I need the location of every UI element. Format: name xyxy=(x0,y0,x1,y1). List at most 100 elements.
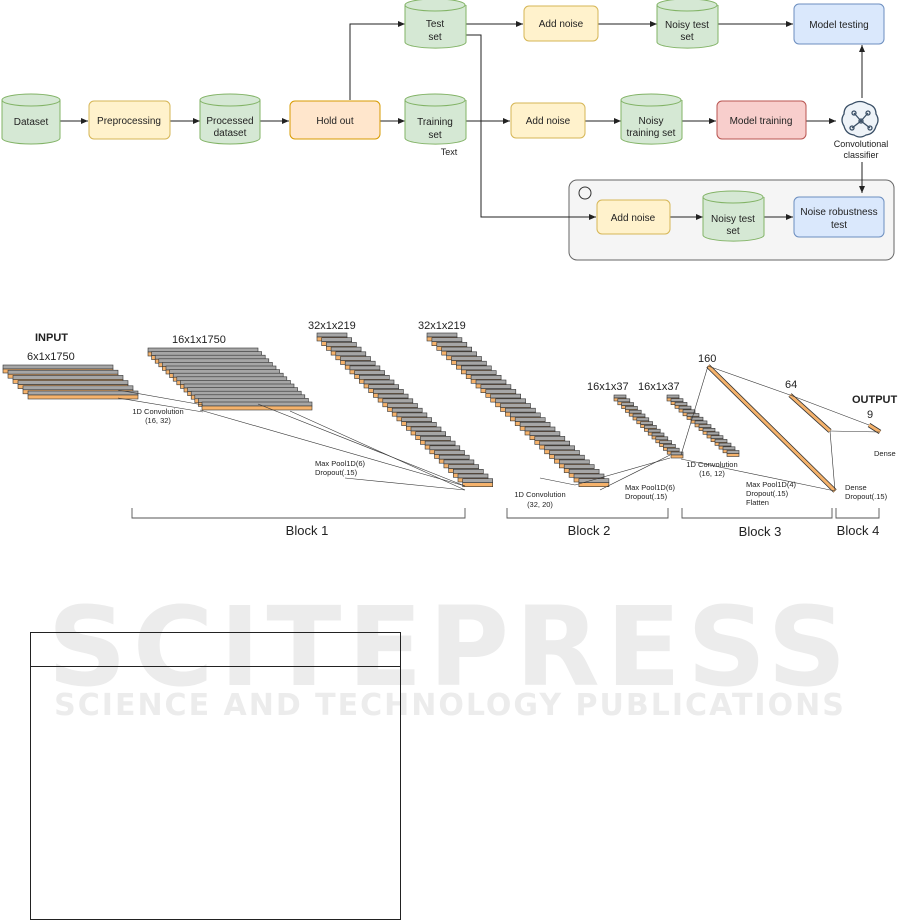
pool1-layer-slab-bottom xyxy=(462,482,494,488)
test-set-db xyxy=(404,0,467,49)
preprocessing-label: Preprocessing xyxy=(97,116,161,127)
pool1-layer-slab-top xyxy=(387,403,418,408)
op-dense-a: Dense xyxy=(845,483,867,492)
pool1-layer-slab-top xyxy=(326,342,357,347)
conv2-layer-slab-top xyxy=(505,407,536,413)
conv2-layer-slab-top xyxy=(456,360,487,366)
add-noise-train-label: Add noise xyxy=(526,116,571,127)
pool2-layer-slab-top xyxy=(617,398,631,403)
pipeline-diagram: Dataset Preprocessing Processed dataset … xyxy=(1,0,895,261)
connection-line xyxy=(829,430,836,492)
conv2-layer-slab-top xyxy=(431,337,463,343)
pool1-layer-slab-top xyxy=(457,473,489,479)
connection-line xyxy=(829,430,881,433)
noisy-test-set-db xyxy=(656,0,719,49)
pool2-layer-slab-top xyxy=(651,432,665,437)
pool1-layer-slab-top xyxy=(363,379,395,385)
pool1-layer-slab-top xyxy=(434,450,465,455)
pool1-layer-slab-top xyxy=(405,421,437,427)
connection-line xyxy=(117,389,204,406)
conv3-layer-slab-top xyxy=(690,416,704,421)
conv3-layer-slab-top xyxy=(702,427,716,432)
conv2-layer-slab-bottom xyxy=(578,482,610,488)
op-conv3-b: (16, 12) xyxy=(699,469,725,478)
conv2-layer-slab-top xyxy=(534,436,566,441)
noise-robustness-label-2: test xyxy=(831,220,847,231)
conv2-layer-slab-top xyxy=(544,445,575,451)
noisy-test-set-b-label-2: set xyxy=(726,226,740,237)
input-layer-slab-top xyxy=(7,369,119,375)
conv2-layer-slab-top xyxy=(470,374,502,380)
connection-line xyxy=(257,403,466,487)
block-4-bracket xyxy=(835,508,880,519)
pool1-layer-slab-top xyxy=(438,454,470,460)
hold-out-label: Hold out xyxy=(316,116,353,127)
op-conv1-a: 1D Convolution xyxy=(132,407,183,416)
conv2-layer-slab-top xyxy=(465,370,497,375)
noisy-training-set-db xyxy=(620,93,683,145)
conv3-layer-slab-top xyxy=(694,420,708,425)
conv2-layer-slab-top xyxy=(529,431,561,437)
add-noise-robust-label: Add noise xyxy=(611,213,656,224)
pool2-layer-slab-top xyxy=(663,444,676,448)
op-pool1-a: Max Pool1D(6) xyxy=(315,459,366,468)
pool1-layer-slab-top xyxy=(368,384,400,390)
pool1-layer-slab-top xyxy=(354,370,385,375)
dense-bar xyxy=(788,393,832,433)
connection-line xyxy=(117,397,204,413)
pool1-layer-slab-top xyxy=(335,351,367,357)
input-layer-slab-top xyxy=(27,390,139,396)
conv2-layer-slab-top xyxy=(485,389,517,394)
block-2-label: Block 2 xyxy=(568,523,611,538)
pool1-layer-slab-top xyxy=(452,468,484,474)
conv2-layer-slab-top xyxy=(495,398,526,404)
processed-dataset-label-2: dataset xyxy=(214,128,247,139)
conv3-layer-slab-top xyxy=(706,431,720,436)
processed-dataset-db xyxy=(199,93,261,145)
conv2-layer-slab-top xyxy=(475,379,507,385)
block-1-label: Block 1 xyxy=(286,523,329,538)
op-out: Dense xyxy=(874,449,896,458)
pool1-layer-slab-top xyxy=(410,426,442,432)
conv1-layer-slab-bottom xyxy=(201,405,313,411)
conv3-layer-slab-top xyxy=(666,394,680,399)
pool2-layer-slab-top xyxy=(640,421,653,425)
conv2-layer-slab-top xyxy=(524,426,556,432)
table-header-row xyxy=(31,633,400,667)
training-set-label-2: set xyxy=(428,130,442,141)
pool2-layer-slab-top xyxy=(621,402,634,406)
output-title: OUTPUT xyxy=(852,394,898,406)
block-1-bracket xyxy=(131,508,466,519)
conv2-layer-slab-top xyxy=(549,450,580,455)
pool1-layer-slab-top xyxy=(358,374,390,380)
classifier-label-1: Convolutional xyxy=(834,139,889,149)
pool2-layer-slab-top xyxy=(655,436,669,441)
conv3-layer-slab-top xyxy=(678,405,692,410)
op-pool2-b: Dropout(.15) xyxy=(625,492,668,501)
noisy-training-set-label-1: Noisy xyxy=(638,116,663,127)
conv2-layer-slab-top xyxy=(558,459,590,465)
input-layer-slab-top xyxy=(17,380,129,385)
op-pool3-c: Flatten xyxy=(746,498,769,507)
hold-out-box xyxy=(289,100,381,140)
conv2-layer-slab-top xyxy=(426,332,458,338)
pool1-layer-slab-top xyxy=(330,346,362,352)
pool1-layer-slab-top xyxy=(462,478,494,484)
conv2-layer-slab-top xyxy=(554,454,585,460)
connection-line xyxy=(680,365,709,456)
connection-line xyxy=(707,365,791,396)
op-conv3-a: 1D Convolution xyxy=(686,460,737,469)
conv2-layer-slab-top xyxy=(490,393,522,399)
pool2-layer-slab-top xyxy=(636,417,650,422)
op-conv1-b: (16, 32) xyxy=(145,416,171,425)
connection-line xyxy=(789,394,870,426)
pool1-layer-slab-top xyxy=(321,337,353,343)
pool2-layer-slab-top xyxy=(613,394,627,399)
conv2-layer-slab-top xyxy=(568,468,600,474)
input-layer-slab-bottom xyxy=(27,394,139,400)
connection-line xyxy=(574,457,671,486)
pool1-layer-slab-top xyxy=(344,360,376,366)
noisy-test-set-label-1: Noisy test xyxy=(665,20,709,31)
pool1-layer-slab-top xyxy=(443,459,475,465)
